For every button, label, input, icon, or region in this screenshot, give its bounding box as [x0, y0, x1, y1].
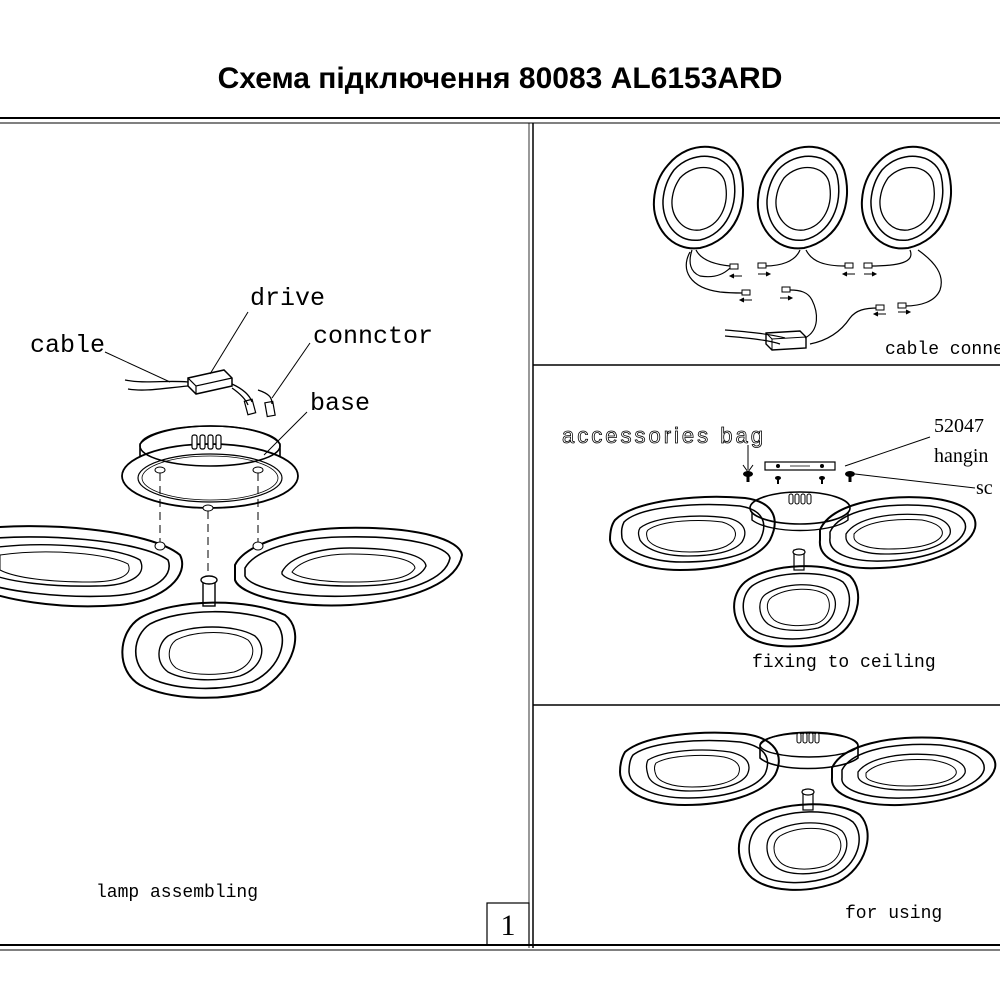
screw-icon [743, 471, 855, 484]
using-caption: for using [845, 904, 942, 924]
base-label: base [310, 389, 370, 418]
panel-lamp-assembling: drive cable connctor base lamp assemblin… [0, 284, 530, 946]
driver-box [124, 369, 276, 418]
part-number-label: 52047 [934, 415, 984, 437]
page-number-box [486, 902, 530, 946]
fixing-arm-left [608, 495, 776, 572]
lamp-base [121, 425, 299, 512]
fixing-caption: fixing to ceiling [752, 653, 936, 673]
frame-lines [0, 117, 1000, 951]
cable-label: cable [30, 331, 105, 360]
using-arm-bottom [737, 788, 869, 891]
panel-fixing-to-ceiling: accessories bag 52047 hangin sc [562, 415, 993, 673]
ring-3 [860, 145, 953, 250]
cable-connection-caption: cable conne [885, 340, 1000, 360]
lamp-arm-bottom [121, 575, 297, 699]
lamp-arm-right [234, 526, 464, 607]
using-arm-left [618, 731, 780, 807]
ring-2 [756, 145, 849, 250]
page-title: Схема підключення 80083 AL6153ARD [218, 62, 783, 95]
hanging-plate [764, 461, 836, 471]
hanging-label: hangin [934, 445, 988, 467]
panel-cable-connection: cable conne [652, 145, 1000, 360]
screw-label: sc [976, 477, 993, 499]
assembly-caption: lamp assembling [96, 883, 258, 903]
panel-for-using: for using [618, 731, 997, 924]
drive-label: drive [250, 284, 325, 313]
connector-label: connctor [313, 322, 433, 351]
fixing-arm-bottom [733, 548, 860, 648]
using-arm-right [830, 736, 997, 807]
accessories-bag-label: accessories bag [562, 423, 766, 448]
ring-1 [652, 145, 745, 250]
page-number: 1 [501, 909, 516, 942]
lamp-arm-left [0, 525, 184, 608]
fixing-arm-right [818, 496, 977, 570]
